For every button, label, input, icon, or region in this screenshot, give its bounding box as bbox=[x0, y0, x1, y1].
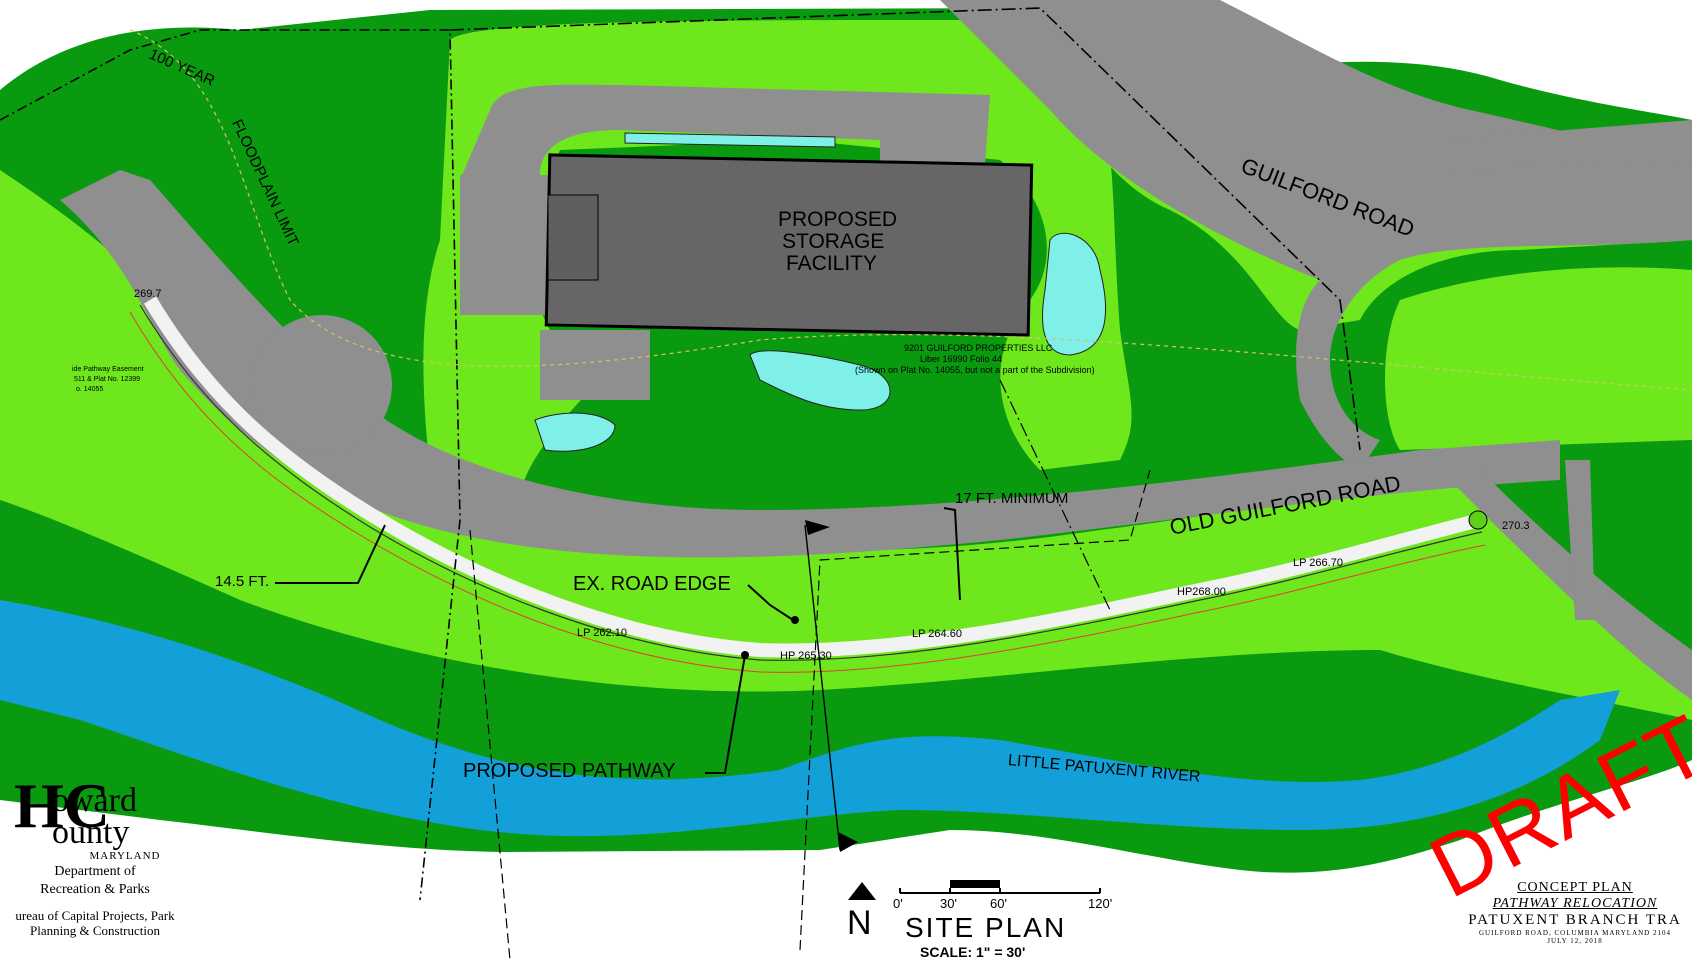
road-edge-label: EX. ROAD EDGE bbox=[573, 573, 731, 595]
min-width-label: 17 FT. MINIMUM bbox=[955, 490, 1069, 507]
logo-dept-2: Recreation & Parks bbox=[40, 882, 150, 897]
title-block: CONCEPT PLAN PATHWAY RELOCATION PATUXENT… bbox=[1460, 880, 1690, 945]
hp-268: HP268.00 bbox=[1177, 586, 1226, 598]
hp-265: HP 265.30 bbox=[780, 650, 832, 662]
north-arrow bbox=[848, 882, 876, 900]
building-notch bbox=[547, 194, 599, 281]
title-date: JULY 12, 2018 bbox=[1547, 937, 1603, 945]
scale-label: SCALE: 1" = 30' bbox=[920, 944, 1026, 960]
south-parking bbox=[540, 330, 650, 400]
howard-county-logo: HC oward ounty MARYLAND Department of Re… bbox=[0, 760, 190, 960]
pond-south bbox=[534, 412, 616, 452]
leader-145ft bbox=[275, 524, 386, 584]
logo-mark: HC oward ounty bbox=[0, 760, 190, 852]
scale-tick-120: 120' bbox=[1088, 896, 1113, 911]
width-145-label: 14.5 FT. bbox=[215, 573, 270, 590]
logo-dept-1: Department of bbox=[54, 864, 136, 879]
title-concept-plan: CONCEPT PLAN bbox=[1517, 880, 1633, 895]
site-plan-title: SITE PLAN bbox=[905, 912, 1067, 943]
storage-label-1: PROPOSED bbox=[778, 208, 898, 231]
road-branch-south bbox=[1450, 470, 1692, 700]
road-branch-vertical bbox=[1565, 460, 1595, 620]
section-flag-top bbox=[805, 520, 830, 535]
section-flag-bottom bbox=[838, 832, 858, 852]
easement-label-2: 511 & Plat No. 12399 bbox=[74, 376, 141, 383]
property-note-label: (Shown on Plat No. 14055, but not a part… bbox=[855, 365, 1095, 375]
lp-264: LP 264.60 bbox=[912, 628, 962, 640]
property-owner-label: 9201 GUILFORD PROPERTIES LLC bbox=[904, 343, 1053, 353]
guilford-road bbox=[940, 0, 1692, 470]
logo-bureau-2: Planning & Construction bbox=[30, 923, 160, 938]
logo-state: MARYLAND bbox=[89, 850, 161, 862]
scale-tick-0: 0' bbox=[893, 896, 903, 911]
property-line-1 bbox=[449, 7, 1361, 451]
elevation-270: 270.3 bbox=[1502, 520, 1530, 532]
lp-266: LP 266.70 bbox=[1293, 557, 1343, 569]
proposed-pathway-label: PROPOSED PATHWAY bbox=[463, 760, 676, 782]
logo-word-county: ounty bbox=[52, 814, 130, 851]
easement-label-3: o. 14055 bbox=[76, 386, 104, 393]
north-label: N bbox=[847, 904, 872, 942]
lp-262: LP 262.10 bbox=[577, 627, 627, 639]
property-line-2 bbox=[469, 529, 511, 961]
pathway-contour-red bbox=[129, 311, 1486, 673]
scale-tick-60: 60' bbox=[990, 896, 1007, 911]
leader-pathway bbox=[705, 654, 746, 774]
pond-north-strip bbox=[624, 132, 836, 148]
property-liber-label: Liber 16990 Folio 44 bbox=[920, 354, 1003, 364]
title-patuxent-branch: PATUXENT BRANCH TRA bbox=[1468, 912, 1682, 928]
proposed-pathway-line bbox=[143, 296, 1482, 658]
parking-loop bbox=[460, 84, 990, 200]
storage-label-3: FACILITY bbox=[786, 252, 878, 275]
node-marker-east bbox=[1468, 510, 1488, 530]
scale-bar bbox=[899, 888, 1101, 894]
easement-label-1: ide Pathway Easement bbox=[72, 366, 144, 373]
pathway-edge-line bbox=[139, 304, 1483, 661]
pond-center bbox=[749, 350, 891, 411]
section-line bbox=[804, 524, 841, 851]
title-pathway-relocation: PATHWAY RELOCATION bbox=[1492, 896, 1658, 911]
cul-de-sac bbox=[252, 315, 392, 455]
tan-dotted-line bbox=[129, 29, 1692, 391]
leader-road-edge bbox=[747, 584, 794, 621]
road-edge-marker bbox=[791, 616, 799, 624]
leader-17ft bbox=[943, 507, 961, 601]
logo-bureau-1: ureau of Capital Projects, Park bbox=[15, 908, 175, 923]
logo-word-howard: oward bbox=[52, 782, 137, 819]
property-line-4 bbox=[999, 379, 1111, 611]
river-little-patuxent bbox=[0, 600, 1620, 837]
logo-initials: HC bbox=[14, 770, 110, 841]
storage-label-2: STORAGE bbox=[782, 230, 885, 253]
lime-pathway-strip bbox=[0, 170, 1692, 720]
title-address: GUILFORD ROAD, COLUMBIA MARYLAND 2104 bbox=[1479, 929, 1671, 937]
pathway-marker bbox=[741, 651, 749, 659]
lime-zone-far-east bbox=[1385, 267, 1692, 450]
old-guilford-road bbox=[60, 170, 1560, 558]
property-line-3 bbox=[799, 469, 1151, 951]
west-parking bbox=[460, 175, 560, 315]
elevation-269: 269.7 bbox=[134, 288, 162, 300]
pond-east bbox=[1042, 232, 1107, 356]
scale-tick-30: 30' bbox=[940, 896, 957, 911]
guilford-road-branch bbox=[1440, 120, 1692, 170]
scale-bar-filled bbox=[950, 880, 1000, 888]
floodplain-line bbox=[0, 29, 461, 901]
